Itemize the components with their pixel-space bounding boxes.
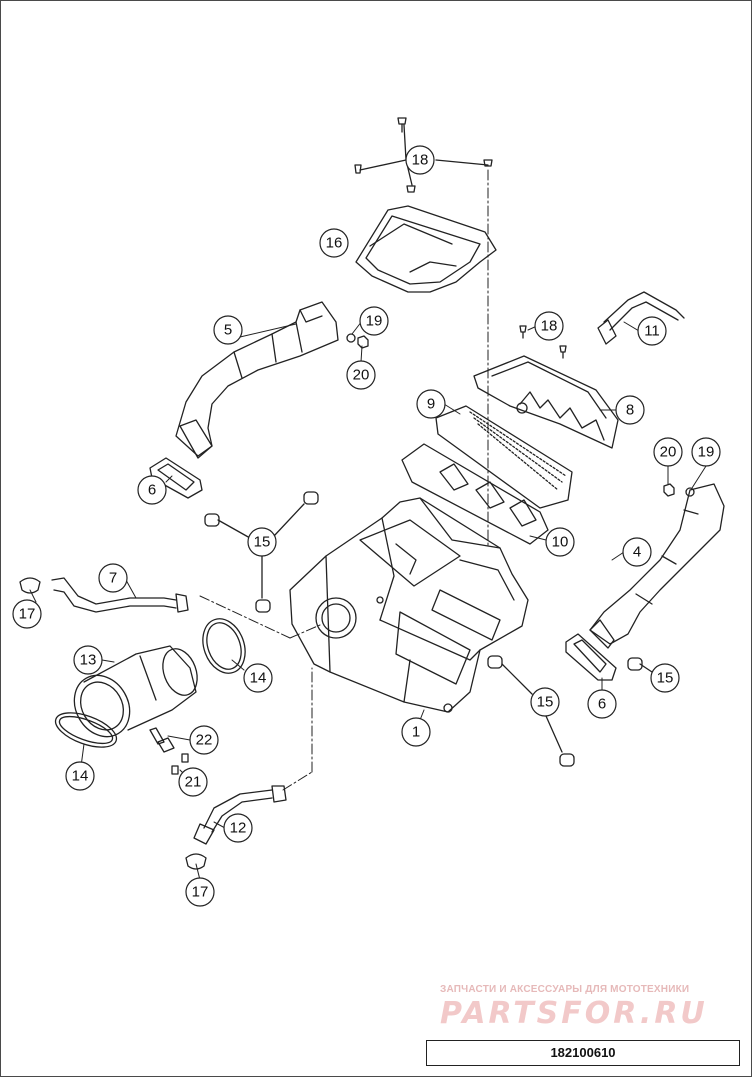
air-box-housing-1: [289, 497, 529, 713]
air-filter-element-9: [435, 405, 573, 509]
callout-label-15: 15: [657, 670, 674, 687]
screw-18-set-top: [354, 117, 493, 193]
callout-label-6: 6: [148, 482, 156, 499]
callout-label-5: 5: [224, 322, 232, 339]
intake-duct-4: [589, 483, 725, 649]
sensor-22-screws-21: [149, 727, 189, 775]
callout-label-14: 14: [250, 670, 267, 687]
hose-clamp-14-set: [54, 618, 246, 748]
callout-label-1: 1: [412, 724, 420, 741]
callout-label-18: 18: [412, 152, 429, 169]
rubber-grommet-15-set: [204, 491, 653, 767]
callout-label-15: 15: [537, 694, 554, 711]
callout-label-19: 19: [366, 313, 383, 330]
drain-hose-7: [51, 577, 189, 613]
intake-duct-5: [175, 301, 339, 459]
callout-label-18: 18: [541, 318, 558, 335]
washer-19-nut-20-upper: [346, 333, 369, 349]
callout-label-12: 12: [230, 820, 247, 837]
callout-leader-lines: [29, 320, 707, 881]
callout-label-17: 17: [19, 606, 36, 623]
diagram-reference-number: 182100610: [426, 1040, 740, 1066]
callout-label-16: 16: [326, 235, 343, 252]
watermark-logo: PARTSFOR.RU: [440, 996, 708, 1031]
filter-cage-8: [473, 355, 619, 449]
callout-label-15: 15: [254, 534, 271, 551]
callout-label-7: 7: [109, 570, 117, 587]
screw-18-set-mid: [519, 325, 567, 359]
hose-clamp-17-set: [19, 577, 207, 870]
bracket-11: [597, 291, 685, 345]
callout-label-9: 9: [427, 396, 435, 413]
callout-label-11: 11: [644, 323, 660, 340]
intake-boot-13: [73, 645, 198, 738]
callout-label-6: 6: [598, 696, 606, 713]
callout-label-21: 21: [185, 774, 202, 791]
callout-label-17: 17: [192, 884, 209, 901]
callout-label-14: 14: [72, 768, 89, 785]
callout-label-10: 10: [552, 534, 569, 551]
callout-circles: [12, 145, 721, 907]
callout-label-20: 20: [353, 367, 370, 384]
air-filter-cover-16: [355, 205, 497, 293]
washer-19-nut-20-right: [663, 483, 695, 497]
watermark-caption: ЗАПЧАСТИ И АКСЕССУАРЫ ДЛЯ МОТОТЕХНИКИ: [440, 984, 690, 995]
filter-support-10: [401, 443, 549, 545]
callout-label-19: 19: [698, 444, 715, 461]
alignment-lines: [199, 169, 489, 791]
callout-label-22: 22: [196, 732, 213, 749]
callout-label-8: 8: [626, 402, 634, 419]
callout-label-4: 4: [633, 544, 641, 561]
callout-label-20: 20: [660, 444, 677, 461]
duct-seal-6-right: [565, 633, 617, 681]
callout-label-13: 13: [80, 652, 97, 669]
